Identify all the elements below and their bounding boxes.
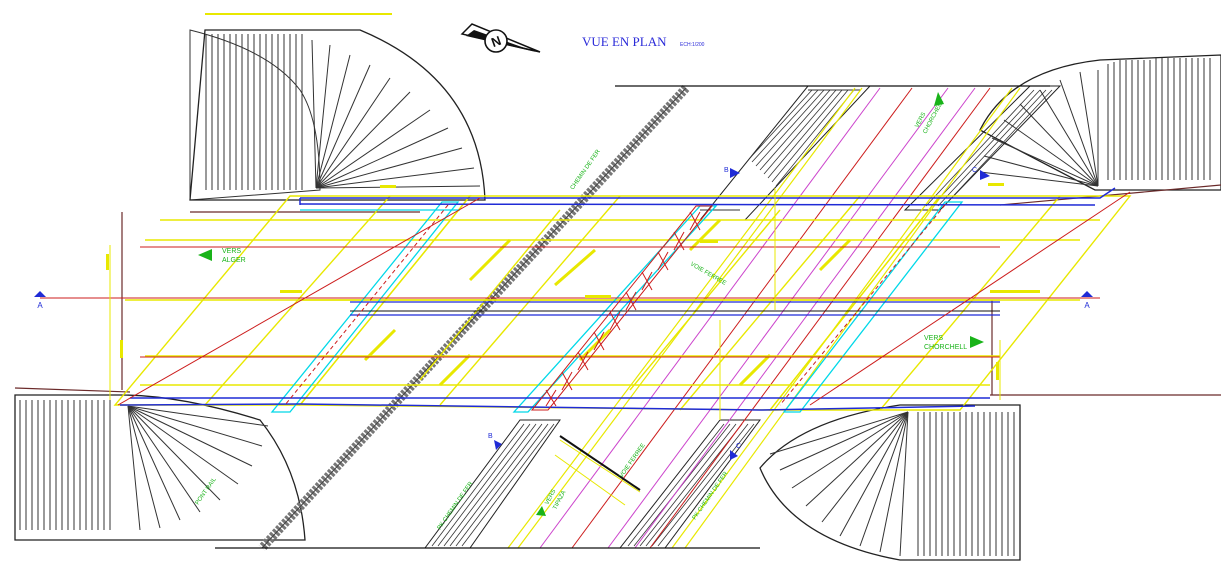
direction-top-right: VERS CHORCHELL bbox=[914, 92, 945, 135]
section-marker-c-bottom: C bbox=[730, 443, 741, 460]
yellow-annotations bbox=[106, 183, 1040, 380]
embankment-top-left bbox=[189, 29, 486, 201]
pk-label-left: PK CHEMIN DE FER bbox=[437, 480, 475, 531]
railway-band bbox=[258, 84, 1062, 552]
site-boundary bbox=[14, 184, 1221, 396]
embankment-bottom-right bbox=[759, 404, 1021, 561]
center-label: PONT RAIL bbox=[195, 476, 218, 506]
dimension-lines bbox=[109, 188, 1001, 506]
direction-left: VERS ALGER bbox=[198, 248, 246, 264]
pier-right bbox=[284, 204, 946, 406]
direction-left-line2: ALGER bbox=[222, 257, 246, 264]
track-label-lower: VOIE FERREE bbox=[619, 443, 647, 479]
embankment-bottom-left bbox=[14, 394, 306, 541]
section-c-top-label: C bbox=[972, 167, 977, 174]
title-block: VUE EN PLAN ECH:1/200 bbox=[582, 34, 705, 49]
section-marker-b-bottom: B bbox=[488, 433, 502, 450]
bridge-deck bbox=[40, 187, 1132, 413]
direction-right: VERS CHORCHELL bbox=[924, 335, 984, 351]
section-b-top-label: B bbox=[724, 167, 729, 174]
section-a-right-label: A bbox=[1084, 301, 1090, 310]
direction-left-line1: VERS bbox=[222, 248, 241, 255]
view-title: VUE EN PLAN bbox=[582, 34, 667, 49]
view-scale: ECH:1/200 bbox=[680, 42, 705, 48]
section-b-bottom-label: B bbox=[488, 433, 493, 440]
section-marker-b-top: B bbox=[724, 167, 740, 178]
direction-right-line2: CHORCHELL bbox=[924, 344, 967, 351]
direction-right-line1: VERS bbox=[924, 335, 943, 342]
dimension-arrow bbox=[559, 435, 641, 491]
embankment-top-right bbox=[979, 54, 1221, 191]
section-marker-a-left: A bbox=[34, 291, 46, 310]
section-marker-c-top: C bbox=[972, 167, 990, 180]
pier-center bbox=[530, 205, 714, 411]
section-marker-a-right: A bbox=[1081, 291, 1093, 310]
section-c-bottom-label: C bbox=[736, 443, 741, 450]
section-a-left-label: A bbox=[37, 301, 43, 310]
north-arrow-icon: N bbox=[460, 23, 541, 53]
